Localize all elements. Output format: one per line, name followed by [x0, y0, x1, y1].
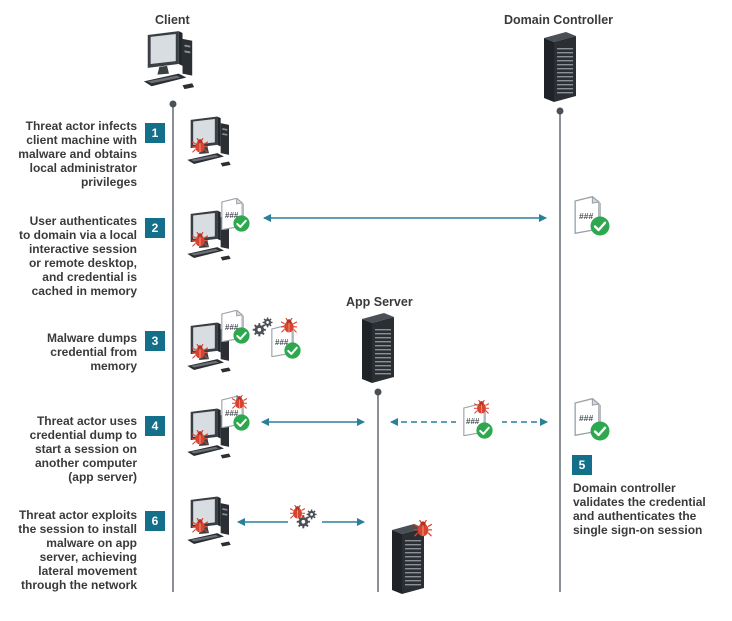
client-computer-icon: [143, 31, 195, 90]
step-3-description: Malware dumps credential from memory: [46, 331, 137, 373]
infected-computer-icon: [187, 496, 231, 547]
domain-controller-server-icon: [544, 32, 576, 102]
step-1-description: Threat actor infects client machine with…: [18, 119, 137, 189]
malware-bug-icon: [281, 318, 297, 333]
svg-text:###: ###: [225, 211, 239, 220]
check-icon: [233, 215, 250, 232]
svg-text:###: ###: [275, 338, 289, 347]
step-5-description: Domain controller validates the credenti…: [573, 481, 706, 537]
svg-text:###: ###: [225, 323, 239, 332]
domain-controller-lifeline-dot: [556, 107, 564, 115]
step-2-badge: 2: [145, 218, 165, 238]
check-icon: [284, 342, 301, 359]
domain-controller-header: Domain Controller: [504, 13, 614, 27]
infected-server-icon: [392, 524, 424, 594]
step-4-description: Threat actor uses credential dump to sta…: [29, 414, 137, 484]
step-4-graphic: ### ### ###: [187, 395, 610, 459]
check-icon: [233, 327, 250, 344]
step-6-graphic: [187, 496, 432, 594]
check-icon: [590, 421, 610, 441]
step-1-graphic: [187, 116, 231, 167]
step-1-badge: 1: [145, 123, 165, 143]
client-header: Client: [155, 13, 190, 27]
svg-text:###: ###: [579, 413, 593, 423]
app-server-lifeline-dot: [374, 388, 382, 396]
svg-text:###: ###: [466, 417, 480, 426]
step-6-description: Threat actor exploits the session to ins…: [18, 508, 137, 592]
step-6-badge: 6: [145, 511, 165, 531]
check-icon: [476, 422, 493, 439]
lifelines: [169, 100, 564, 592]
app-server-server-icon: [362, 313, 394, 383]
check-icon: [590, 216, 610, 236]
step-4-badge: 4: [145, 416, 165, 436]
step-3-badge: 3: [145, 331, 165, 351]
step-2-graphic: ### ###: [187, 196, 610, 261]
app-server-header: App Server: [346, 295, 413, 309]
svg-text:###: ###: [225, 409, 239, 418]
client-lifeline-dot: [169, 100, 177, 108]
step-5-badge: 5: [572, 455, 592, 475]
infected-computer-icon: [187, 116, 231, 167]
gears-icon: [252, 317, 273, 337]
svg-text:###: ###: [579, 211, 593, 221]
step-2-description: User authenticates to domain via a local…: [18, 214, 137, 298]
step-3-graphic: ### ###: [187, 310, 301, 373]
check-icon: [233, 414, 250, 431]
